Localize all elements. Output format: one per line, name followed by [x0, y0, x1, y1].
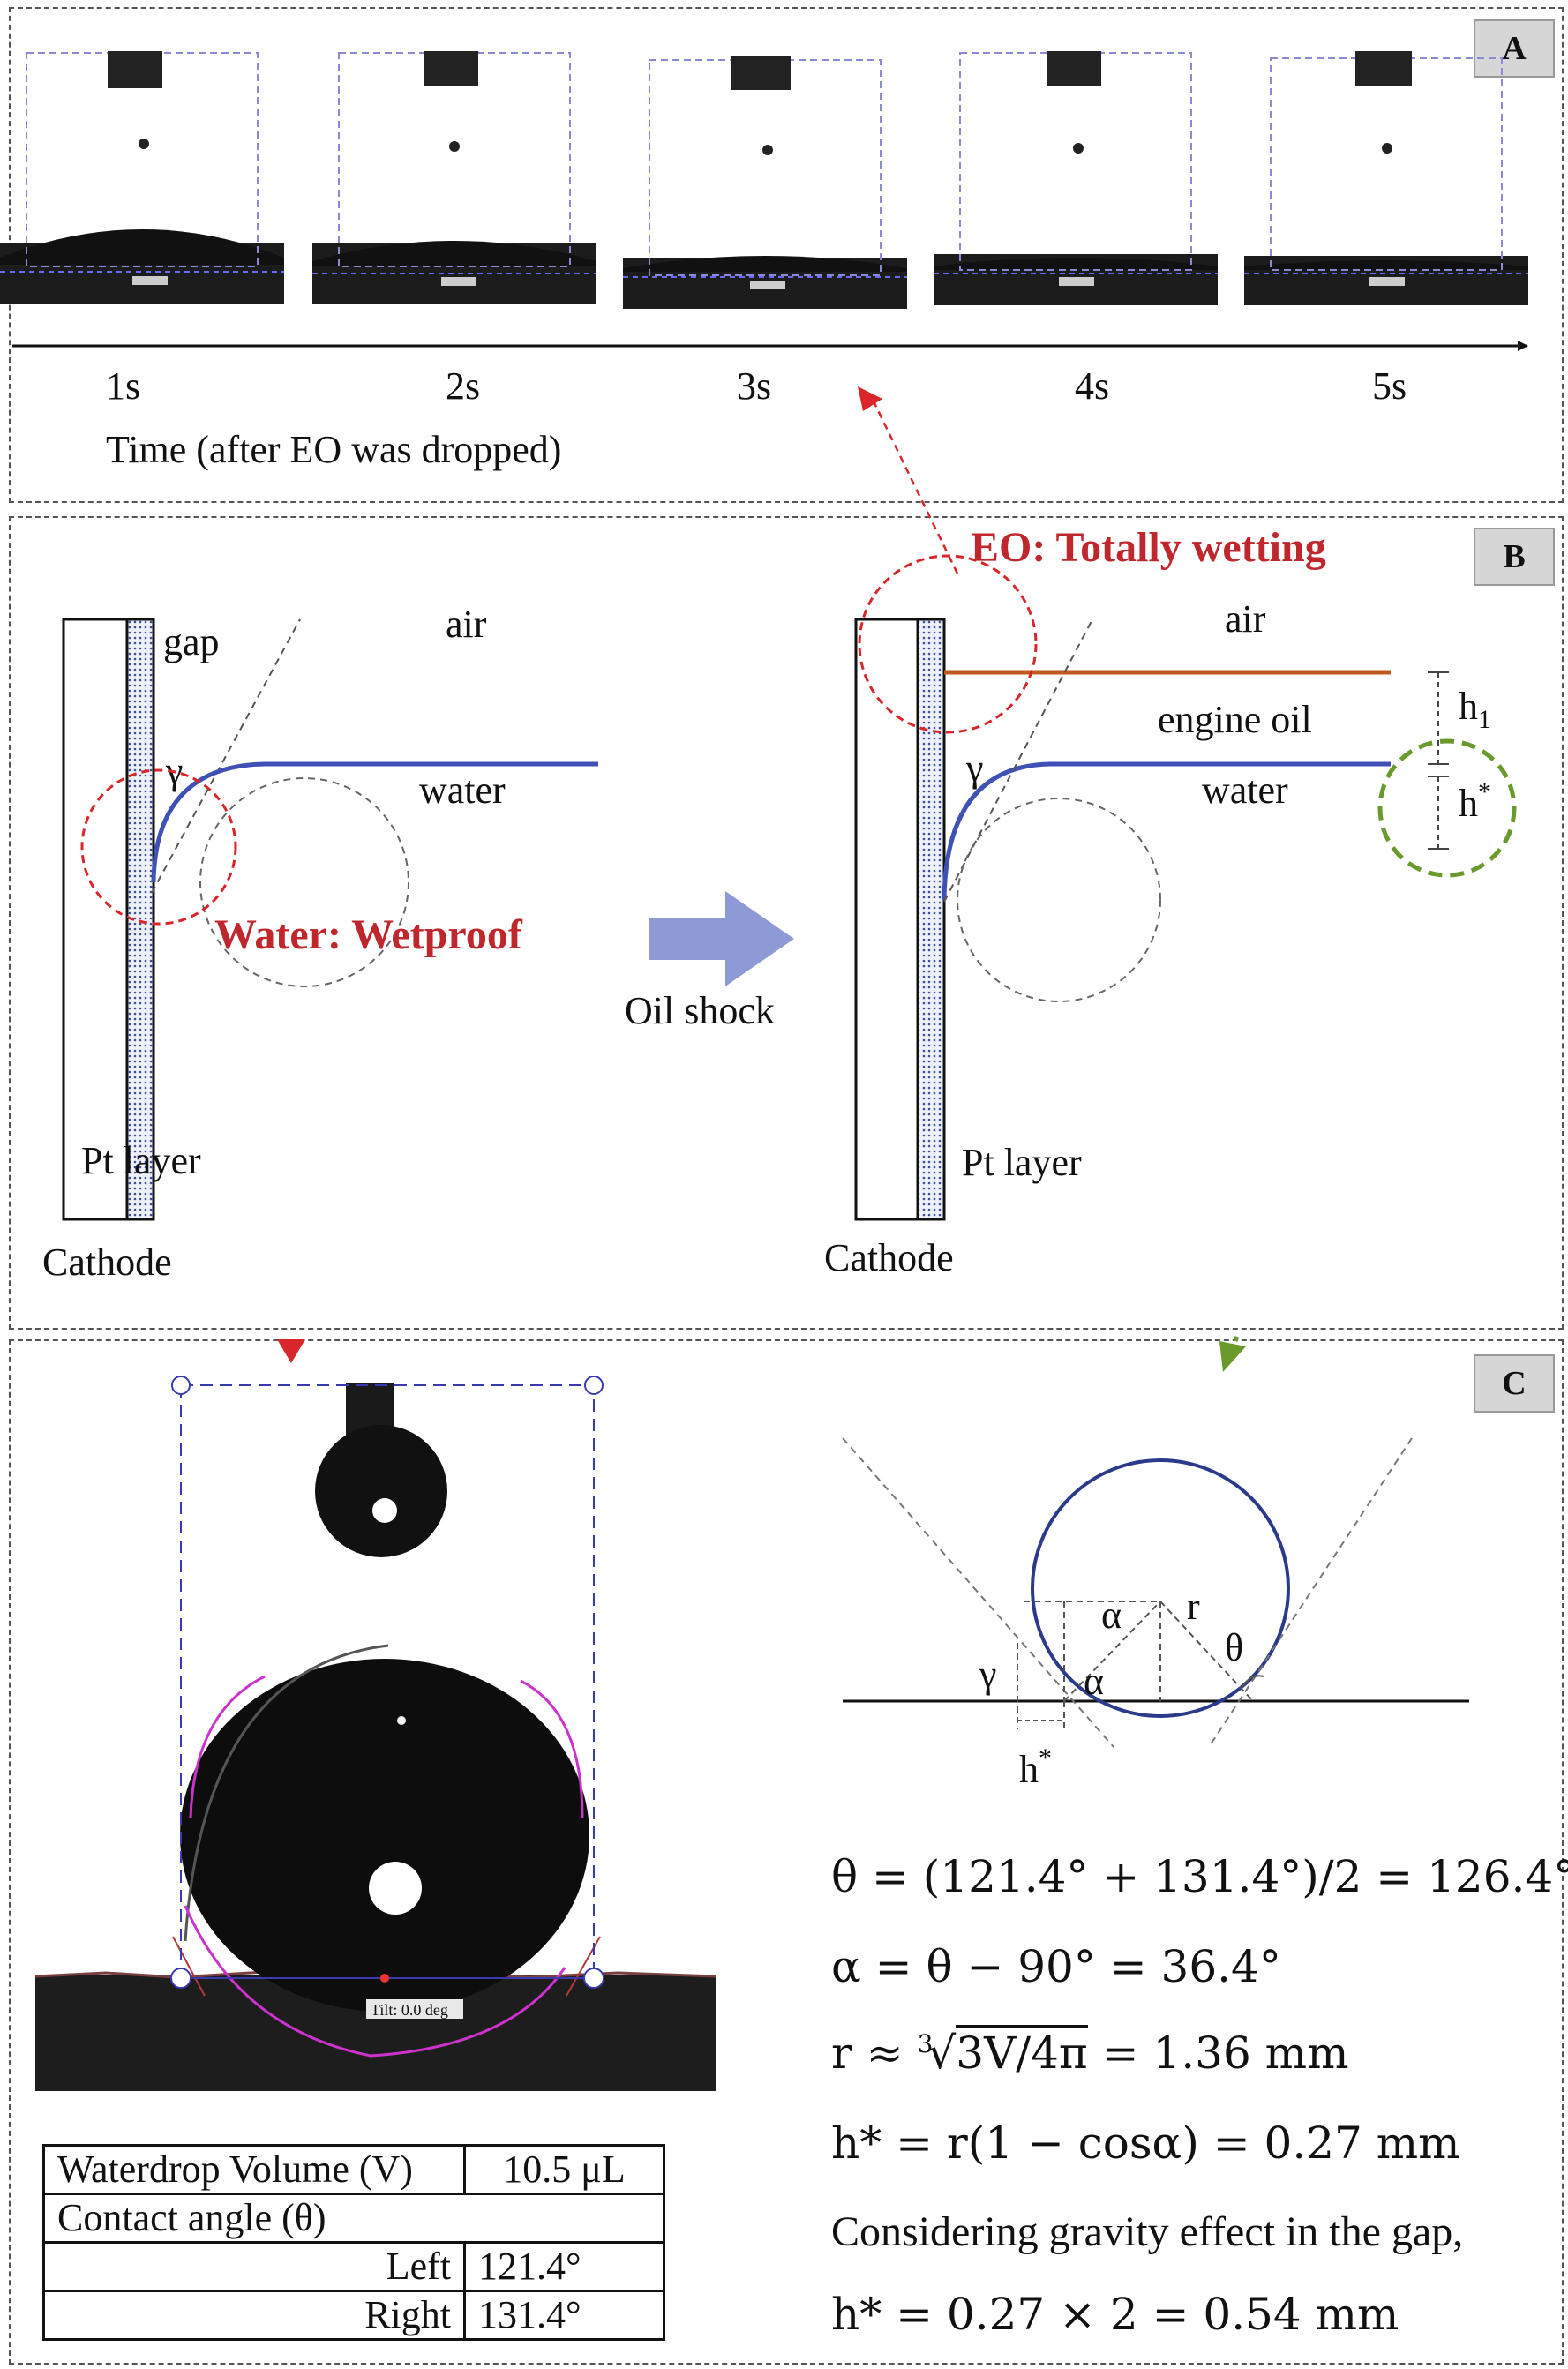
gravity-note: Considering gravity effect in the gap,: [831, 2208, 1464, 2255]
right-cathode-plate: [854, 618, 919, 1221]
right-tangent-line: [943, 618, 1093, 903]
time-axis-caption: Time (after EO was dropped): [106, 428, 561, 471]
geom-hstar: h*: [1019, 1743, 1052, 1791]
panel-b-drawing: gap air γ water Water: Wetproof Pt layer…: [42, 524, 1517, 1284]
time-label-4s: 4s: [1075, 364, 1109, 408]
table-row: Contact angle (θ): [42, 2193, 665, 2244]
measurement-table: Waterdrop Volume (V) 10.5 μL Contact ang…: [42, 2144, 665, 2341]
left-angle-value: 121.4°: [463, 2241, 665, 2292]
geom-gamma: γ: [979, 1653, 996, 1696]
equation-hstar-gravity: h* = 0.27 × 2 = 0.54 mm: [831, 2289, 1399, 2340]
right-angle-label: Right: [42, 2290, 466, 2341]
volume-value: 10.5 μL: [463, 2144, 665, 2195]
frame-5s: [1244, 51, 1528, 305]
frame-3s: [623, 56, 907, 309]
left-water-label: water: [419, 768, 506, 812]
geom-alpha-bottom: α: [1084, 1660, 1104, 1703]
right-cathode-label: Cathode: [824, 1236, 954, 1279]
engine-oil-label: engine oil: [1158, 698, 1312, 741]
geom-theta: θ: [1225, 1626, 1243, 1669]
time-label-1s: 1s: [106, 364, 140, 408]
left-highlight-circle: [80, 768, 237, 926]
hstar-label: h*: [1459, 777, 1491, 825]
eo-label: EO: Totally wetting: [971, 524, 1326, 571]
panel-c: [9, 1339, 1564, 2365]
left-water-meniscus: [151, 761, 598, 883]
right-highlight-circle: [858, 554, 1038, 734]
connector-green-to-c-head: [1219, 1341, 1246, 1372]
connector-red-to-a: [858, 386, 959, 574]
geom-alpha-top: α: [1101, 1593, 1122, 1637]
time-label-2s: 2s: [446, 364, 480, 408]
left-air-label: air: [446, 603, 487, 646]
table-row: Left 121.4°: [42, 2241, 665, 2292]
left-cathode-label: Cathode: [42, 1241, 172, 1284]
right-water-meniscus: [942, 761, 1391, 901]
right-pt-layer-label: Pt layer: [962, 1141, 1082, 1184]
connector-red-to-a-head: [858, 386, 882, 411]
left-tangent-line: [151, 618, 301, 894]
h1-label: h1: [1459, 685, 1491, 734]
panel-b: [9, 516, 1564, 1330]
table-row: Right 131.4°: [42, 2290, 665, 2341]
connector-green-to-c: [1233, 1332, 1242, 1342]
wetproof-label: Water: Wetproof: [214, 911, 523, 958]
table-row: Waterdrop Volume (V) 10.5 μL: [42, 2144, 665, 2195]
equation-r-root-index: 3: [917, 2029, 934, 2059]
connector-red-to-c-head: [277, 1339, 305, 1363]
panel-a-drawing: 1s 2s 3s 4s 5s Time (after EO was droppe…: [0, 51, 1528, 471]
left-meniscus-circle: [199, 777, 409, 987]
frame-4s: [934, 51, 1218, 305]
panel-c-tag: C: [1474, 1354, 1555, 1413]
panel-b-tag: B: [1474, 528, 1555, 586]
geometry-diagram: α α r θ γ h*: [842, 1437, 1469, 1791]
time-label-5s: 5s: [1372, 364, 1407, 408]
panel-a-tag: A: [1474, 19, 1555, 78]
right-water-label: water: [1202, 768, 1288, 812]
oil-shock-arrow: [649, 891, 794, 986]
left-cathode-plate: [62, 618, 129, 1221]
right-gamma-label: γ: [965, 746, 983, 790]
right-meniscus-circle: [957, 798, 1161, 1002]
frame-2s: [312, 51, 596, 304]
equation-r-lhs: r ≈: [831, 2028, 918, 2079]
tilt-label: Tilt: 0.0 deg: [371, 2001, 448, 2019]
equation-r-rhs: = 1.36 mm: [1087, 2028, 1349, 2079]
right-air-label: air: [1225, 597, 1266, 641]
equation-r-radicand: 3V/4π: [956, 2025, 1088, 2079]
equation-theta: θ = (121.4° + 131.4°)/2 = 126.4°: [831, 1851, 1568, 1902]
contact-angle-label: Contact angle (θ): [42, 2193, 665, 2244]
left-pt-layer-label: Pt layer: [81, 1139, 201, 1182]
volume-label: Waterdrop Volume (V): [42, 2144, 466, 2195]
left-gap-label: gap: [163, 620, 220, 663]
geom-r: r: [1187, 1585, 1200, 1628]
panel-c-drawing: Tilt: 0.0 deg α α r θ γ h*: [34, 1332, 1469, 2091]
equation-alpha: α = θ − 90° = 36.4°: [831, 1941, 1281, 1992]
droplet-photo: Tilt: 0.0 deg: [34, 1376, 717, 2091]
equation-hstar: h* = r(1 − cosα) = 0.27 mm: [831, 2118, 1460, 2169]
oil-shock-label: Oil shock: [625, 989, 775, 1032]
radical-sign: √: [927, 2028, 957, 2079]
hstar-highlight-circle: [1377, 738, 1517, 878]
right-pt-layer: [916, 618, 946, 1221]
time-label-3s: 3s: [737, 364, 771, 408]
equation-r: r ≈ 3√3V/4π = 1.36 mm: [831, 2025, 1349, 2079]
right-angle-value: 131.4°: [463, 2290, 665, 2341]
frame-1s: [0, 51, 284, 304]
left-angle-label: Left: [42, 2241, 466, 2292]
